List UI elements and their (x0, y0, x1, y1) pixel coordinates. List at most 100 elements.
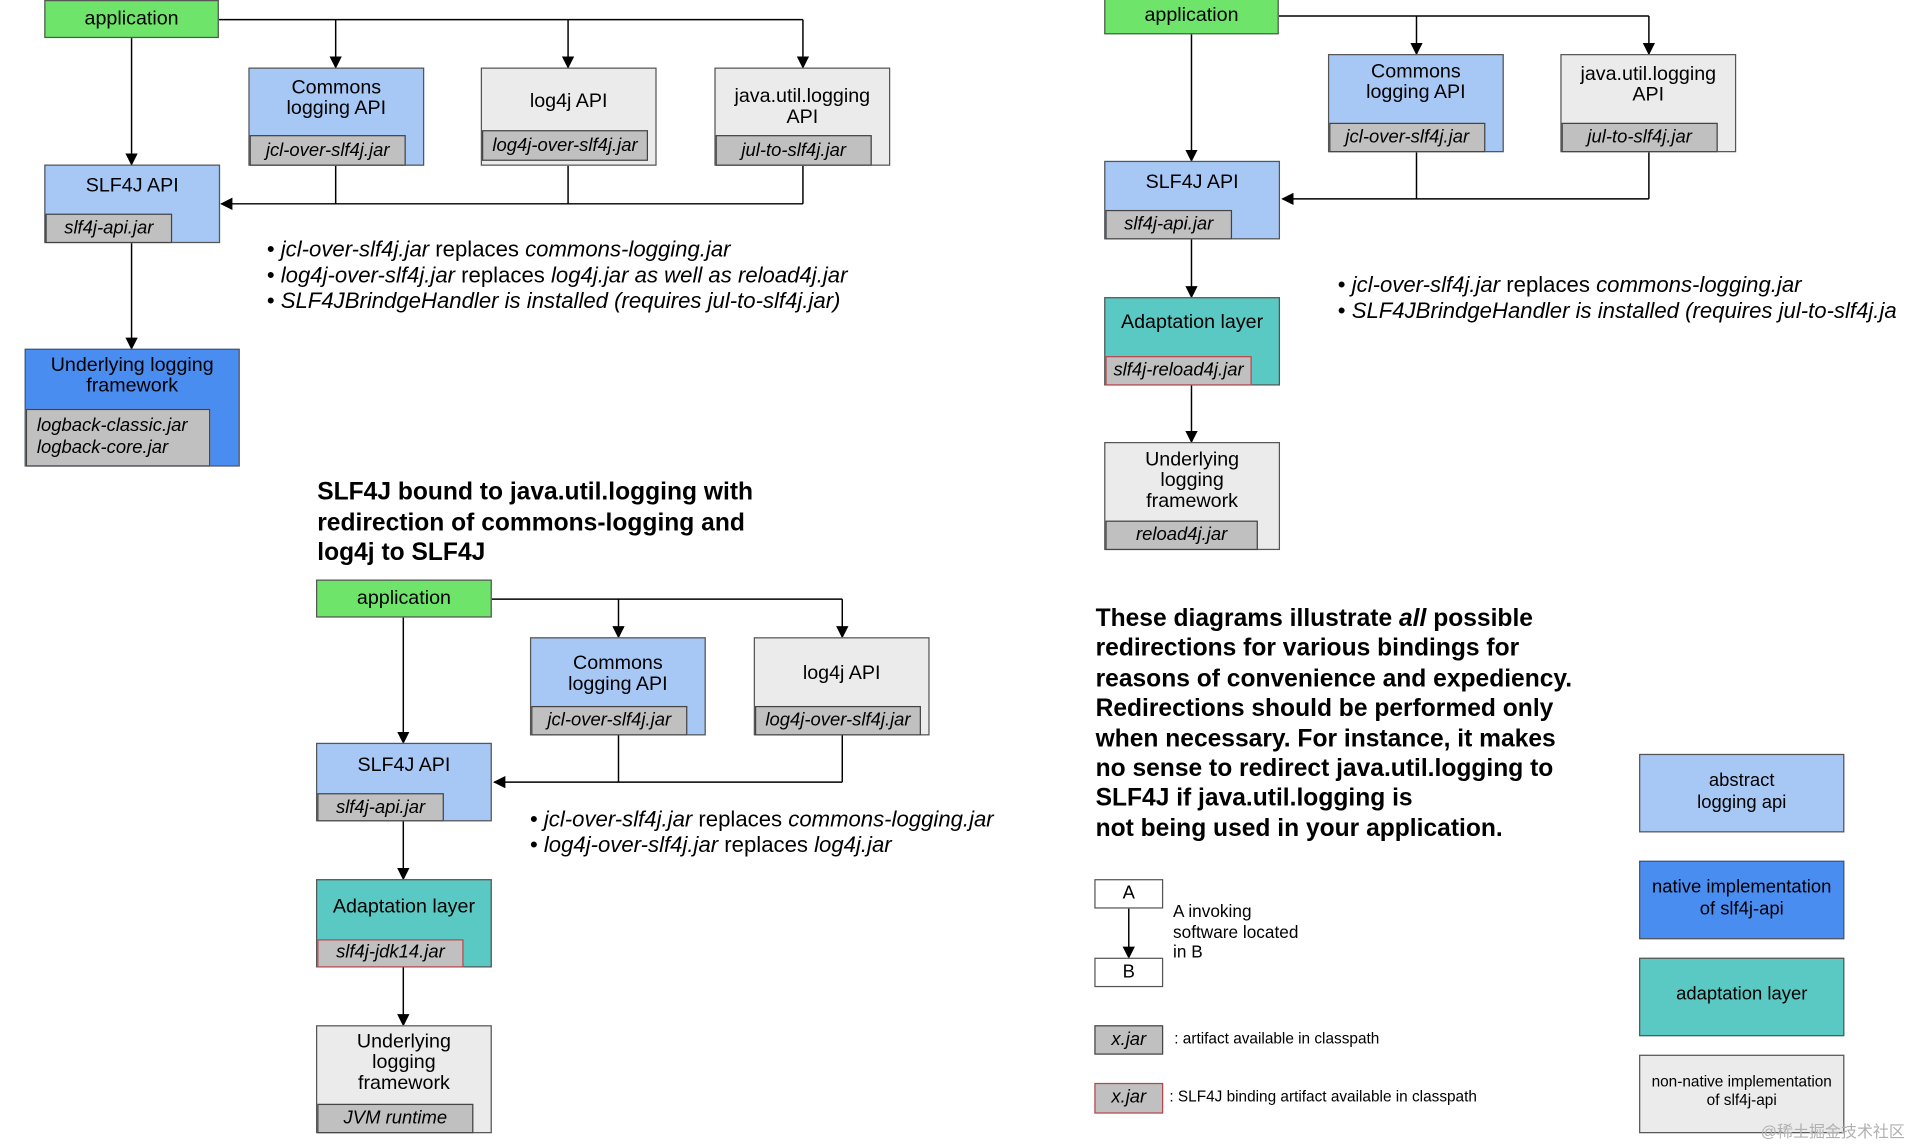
tl-jul-api-label: java.util.logging API (734, 85, 871, 128)
tl-jul-jar: jul-to-slf4j.jar (715, 135, 872, 166)
r-note-2-bullet: • (1337, 298, 1352, 323)
bl-underlying-label: Underlying logging framework (356, 1031, 451, 1094)
paragraph-line-3: reasons of convenience and expediency. (1095, 665, 1573, 693)
bl-commons-logging-label: Commons logging API (568, 653, 668, 695)
paragraph-line-6: no sense to redirect java.util.logging t… (1095, 755, 1554, 783)
tl-log4j-api-box: log4j API log4j-over-slf4j.jar (480, 67, 657, 166)
paragraph-line-1: These diagrams illustrate all possible (1096, 604, 1573, 634)
r-commons-logging-box: Commons logging API jcl-over-slf4j.jar (1327, 54, 1504, 153)
tl-slf4j-api-box: SLF4J API slf4j-api.jar (44, 164, 221, 244)
bl-note-1-a: jcl-over-slf4j.jar (543, 806, 693, 832)
bl-note-2-c: log4j.jar (814, 832, 892, 858)
paragraph-line-7: SLF4J if java.util.logging is (1095, 785, 1413, 813)
tl-note-1-c: commons-logging.jar (525, 236, 731, 262)
tl-note-3-bullet: • (266, 288, 281, 314)
tl-application-label: application (84, 8, 179, 30)
tl-log4j-jar: log4j-over-slf4j.jar (482, 130, 648, 161)
tl-jul-api-box: java.util.logging API jul-to-slf4j.jar (714, 67, 891, 166)
paragraph-line-1-pre: These diagrams illustrate (1095, 605, 1399, 633)
bl-note-1-b: replaces (692, 806, 789, 832)
bl-note-2-a: log4j-over-slf4j.jar (543, 832, 719, 858)
paragraph-line-8: not being used in your application. (1095, 815, 1503, 843)
bl-adaptation-jar: slf4j-jdk14.jar (317, 939, 464, 968)
paragraph-line-1-post: possible (1426, 605, 1533, 633)
legend-jar-sample: x.jar (1094, 1025, 1164, 1055)
bl-commons-jar: jcl-over-slf4j.jar (531, 705, 688, 736)
legend-invoke-text: A invoking software located in B (1173, 901, 1299, 962)
legend-non-native-impl: non-native implementation of slf4j-api (1639, 1054, 1845, 1134)
bl-underlying-jar: JVM runtime (317, 1103, 474, 1134)
bl-application-box: application (316, 579, 492, 618)
legend-adaptation-layer: adaptation layer (1639, 957, 1845, 1037)
tl-note-3-a: SLF4JBrindgeHandler is installed (requir… (280, 288, 841, 314)
bl-note-1-bullet: • (529, 806, 544, 832)
bl-adaptation-label: Adaptation layer (332, 896, 476, 918)
tl-commons-logging-box: Commons logging API jcl-over-slf4j.jar (248, 67, 425, 166)
legend-native-impl: native implementation of slf4j-api (1639, 860, 1845, 940)
bl-heading: SLF4J bound to java.util.logging with re… (317, 478, 754, 567)
r-note-2-a: SLF4JBrindgeHandler is installed (requir… (1351, 298, 1897, 323)
tl-application-box: application (44, 0, 219, 39)
r-note-1-b: replaces (1500, 272, 1597, 298)
r-commons-jar: jcl-over-slf4j.jar (1329, 122, 1486, 153)
bl-slf4j-api-box: SLF4J API slf4j-api.jar (316, 742, 492, 822)
r-underlying-box: Underlying logging framework reload4j.ja… (1104, 442, 1281, 551)
r-note-1-bullet: • (1337, 272, 1352, 298)
legend-binding-desc: : SLF4J binding artifact available in cl… (1169, 1087, 1477, 1106)
bl-application-label: application (356, 588, 451, 609)
legend-binding-sample: x.jar (1094, 1082, 1164, 1114)
tl-slf4j-jar: slf4j-api.jar (45, 213, 173, 244)
tl-slf4j-api-label: SLF4J API (85, 175, 179, 197)
tl-note-1-a: jcl-over-slf4j.jar (280, 236, 430, 262)
tl-log4j-api-label: log4j API (529, 90, 608, 112)
tl-note-1: • jcl-over-slf4j.jar replaces commons-lo… (267, 237, 731, 263)
r-commons-logging-label: Commons logging API (1366, 61, 1466, 104)
legend-jar-desc: : artifact available in classpath (1174, 1030, 1380, 1048)
r-adaptation-box: Adaptation layer slf4j-reload4j.jar (1104, 297, 1281, 386)
r-underlying-jar: reload4j.jar (1105, 520, 1258, 551)
r-slf4j-jar: slf4j-api.jar (1105, 209, 1233, 240)
bl-log4j-jar: log4j-over-slf4j.jar (754, 705, 921, 736)
legend-native-impl-label: native implementation of slf4j-api (1652, 876, 1832, 920)
tl-note-2: • log4j-over-slf4j.jar replaces log4j.ja… (267, 263, 848, 289)
paragraph-line-2: redirections for various bindings for (1095, 635, 1520, 663)
bl-note-2-b: replaces (718, 832, 815, 858)
r-slf4j-api-label: SLF4J API (1145, 171, 1239, 193)
r-jul-api-box: java.util.logging API jul-to-slf4j.jar (1560, 54, 1737, 153)
bl-log4j-api-box: log4j API log4j-over-slf4j.jar (753, 637, 930, 736)
tl-note-2-b: replaces (455, 262, 551, 288)
legend-box-a: A (1094, 879, 1164, 909)
r-application-box: application (1104, 0, 1279, 35)
explanation-paragraph: These diagrams illustrate all possible r… (1096, 604, 1573, 844)
legend-non-native-impl-label: non-native implementation of slf4j-api (1651, 1073, 1832, 1109)
r-adaptation-label: Adaptation layer (1120, 311, 1264, 333)
r-underlying-label: Underlying logging framework (1145, 449, 1240, 512)
tl-note-2-bullet: • (266, 262, 281, 288)
watermark: @稀土掘金技术社区 (1760, 1122, 1905, 1141)
bl-log4j-api-label: log4j API (802, 663, 881, 684)
r-note-1: • jcl-over-slf4j.jar replaces commons-lo… (1338, 273, 1802, 299)
legend-abstract-api: abstract logging api (1639, 753, 1845, 833)
r-adaptation-jar: slf4j-reload4j.jar (1105, 356, 1252, 386)
tl-note-1-b: replaces (429, 236, 526, 262)
bl-slf4j-jar: slf4j-api.jar (317, 793, 444, 822)
paragraph-line-4: Redirections should be performed only (1095, 695, 1554, 723)
bl-note-2: • log4j-over-slf4j.jar replaces log4j.ja… (530, 832, 892, 858)
r-slf4j-api-box: SLF4J API slf4j-api.jar (1104, 160, 1281, 240)
bl-slf4j-api-label: SLF4J API (357, 755, 451, 776)
tl-underlying-jar: logback-classic.jar logback-core.jar (25, 408, 211, 467)
tl-commons-logging-label: Commons logging API (286, 77, 387, 120)
bl-adaptation-box: Adaptation layer slf4j-jdk14.jar (316, 879, 492, 968)
r-note-1-a: jcl-over-slf4j.jar (1351, 272, 1501, 298)
tl-note-2-a: log4j-over-slf4j.jar (280, 262, 456, 288)
bl-commons-logging-box: Commons logging API jcl-over-slf4j.jar (529, 637, 706, 736)
bl-note-1: • jcl-over-slf4j.jar replaces commons-lo… (530, 807, 994, 833)
tl-underlying-box: Underlying logging framework logback-cla… (24, 348, 240, 467)
r-note-2: • SLF4JBrindgeHandler is installed (requ… (1338, 298, 1897, 324)
paragraph-line-1-em: all (1398, 605, 1427, 633)
paragraph-line-5: when necessary. For instance, it makes (1095, 725, 1556, 753)
tl-note-1-bullet: • (266, 236, 281, 262)
r-jul-jar: jul-to-slf4j.jar (1561, 122, 1718, 153)
